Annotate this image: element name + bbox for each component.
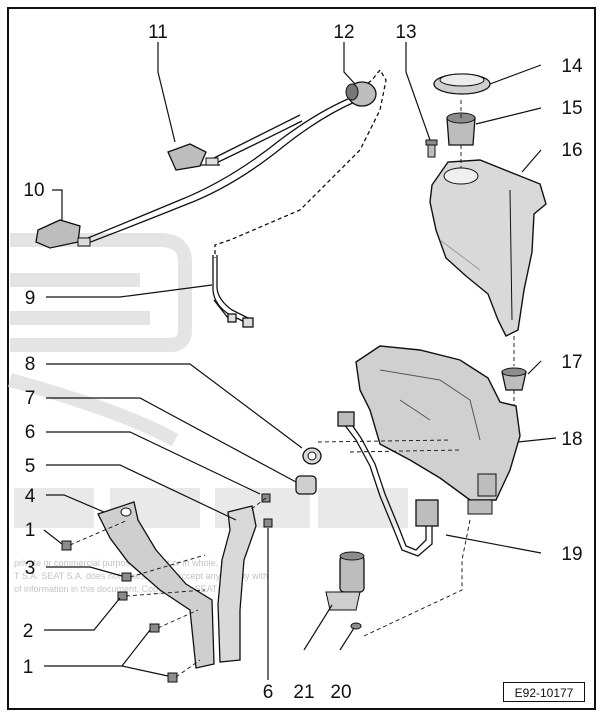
- callout-2: 2: [23, 621, 34, 642]
- callout-1-bottom: 1: [23, 657, 34, 678]
- callout-3: 3: [25, 558, 36, 579]
- part-10-sensor: [35, 219, 91, 249]
- part-18-reservoir-lower: [355, 345, 521, 515]
- part-19-hose: [337, 411, 439, 557]
- part-9-wire: [212, 255, 254, 328]
- callout-19: 19: [561, 544, 582, 565]
- fasteners: [61, 493, 273, 683]
- part-11-sensor: [167, 143, 219, 171]
- part-14-cap: [433, 73, 491, 95]
- reference-code-label: E92-10177: [503, 682, 585, 702]
- callout-6-top: 6: [25, 422, 36, 443]
- callout-17: 17: [561, 352, 582, 373]
- callout-13: 13: [395, 22, 416, 43]
- part-wiring-harness: [77, 68, 387, 258]
- callout-1-top: 1: [25, 520, 36, 541]
- part-20-seal: [350, 622, 362, 630]
- seat-logo-watermark: [8, 233, 192, 447]
- part-8-grommet: [302, 447, 322, 465]
- callout-9: 9: [25, 288, 36, 309]
- callout-12: 12: [333, 22, 354, 43]
- part-13-bolt: [425, 139, 438, 158]
- callout-16: 16: [561, 140, 582, 161]
- callout-labels: 11 12 13 14 15 16 10 9 8 17 7 6 18 5 4 1…: [23, 22, 583, 703]
- callout-14: 14: [561, 56, 583, 77]
- part-7-grommet: [295, 475, 317, 495]
- drawing-frame: [7, 7, 596, 710]
- assembly-lines: [69, 100, 515, 678]
- part-4-bracket: [97, 501, 215, 669]
- part-5-bracket: [217, 505, 257, 663]
- svg-text:T S.A. SEAT S.A. does not guar: T S.A. SEAT S.A. does not guarantee or a…: [14, 571, 268, 581]
- callout-8: 8: [25, 354, 36, 375]
- part-12-grommet: [345, 81, 377, 107]
- svg-text:of information in this documen: of information in this document. Copyrig…: [14, 584, 237, 594]
- callout-15: 15: [561, 98, 582, 119]
- callout-6-bottom: 6: [263, 682, 274, 703]
- part-21-washer-pump: [325, 551, 365, 611]
- callout-20: 20: [330, 682, 351, 703]
- callout-18: 18: [561, 429, 582, 450]
- callout-5: 5: [25, 456, 36, 477]
- callout-10: 10: [23, 180, 44, 201]
- leader-lines: [43, 42, 557, 680]
- callout-4: 4: [25, 486, 36, 507]
- part-17-seal: [501, 367, 527, 391]
- part-16-reservoir-upper: [429, 159, 547, 337]
- callout-21: 21: [293, 682, 314, 703]
- callout-7: 7: [25, 388, 36, 409]
- callout-11: 11: [148, 22, 168, 43]
